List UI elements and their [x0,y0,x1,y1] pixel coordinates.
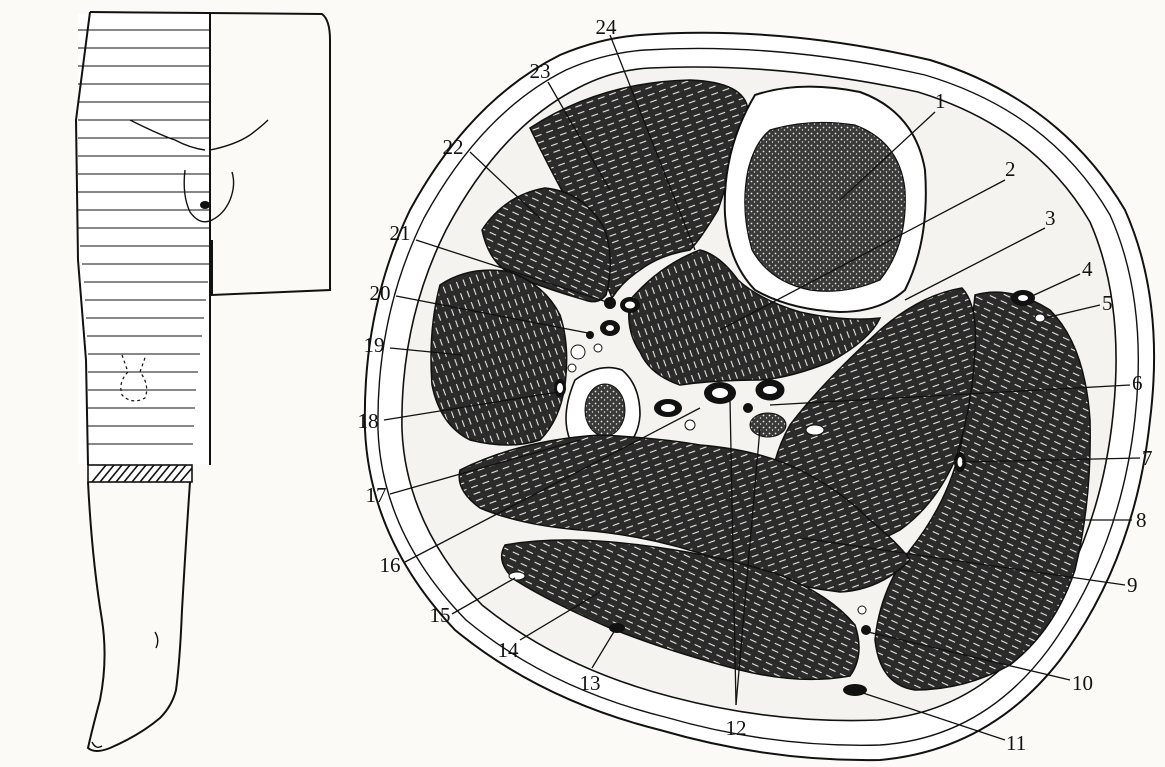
vessel-13 [609,623,625,633]
label-18: 18 [358,409,379,433]
thigh-stripes [78,14,210,464]
lower-leg-outline [88,482,190,751]
label-13: 13 [580,671,601,695]
label-21: 21 [390,221,411,245]
label-14: 14 [498,638,520,662]
vessel-10-b [861,625,871,635]
vessel-cluster-c [594,344,602,352]
label-17: 17 [366,483,387,507]
vessel-20-lumen [606,325,614,331]
vessel-dot [743,403,753,413]
label-20: 20 [370,281,391,305]
label-22: 22 [443,135,464,159]
label-4: 4 [1082,257,1093,281]
femur-marrow [745,122,905,291]
muscle-19 [431,270,567,445]
label-8: 8 [1136,508,1147,532]
groin-line-right [210,120,268,150]
label-12: 12 [726,716,747,740]
cross-section: 1 2 3 4 5 6 7 8 9 10 11 12 13 14 15 16 1… [358,15,1155,760]
vessel-11 [843,684,867,696]
leg-silhouette [76,12,330,751]
vessel-7-lumen [958,457,963,467]
vessel-cluster-b [568,364,576,372]
toe-mark [92,742,102,747]
nerve-12 [750,413,786,437]
label-6: 6 [1132,371,1143,395]
heel-mark [155,632,158,648]
label-1: 1 [935,89,946,113]
label-7: 7 [1142,446,1153,470]
label-11: 11 [1006,731,1026,755]
genitalia-dot [200,201,210,209]
structure-17-core [585,384,625,436]
label-3: 3 [1045,206,1056,230]
vessel-21-b-lumen [625,302,635,309]
vessel-small-right [806,425,824,435]
vessel-4-lumen [1018,295,1028,301]
label-19: 19 [364,333,385,357]
vessel-16 [685,420,695,430]
label-24: 24 [596,15,618,39]
vessel-15 [509,572,525,580]
label-23: 23 [530,59,551,83]
vessel-cluster-a [571,345,585,359]
vessel-10-a [858,606,866,614]
label-9: 9 [1127,573,1138,597]
knee-level-band [88,465,192,482]
label-5: 5 [1102,291,1113,315]
label-2: 2 [1005,157,1016,181]
vessel-central-b-lumen [661,404,675,412]
vessel-6-lumen [763,386,777,394]
label-16: 16 [380,553,401,577]
vessel-5 [1035,314,1045,322]
label-15: 15 [430,603,451,627]
label-10: 10 [1072,671,1093,695]
vessel-central-a-lumen [712,388,728,398]
